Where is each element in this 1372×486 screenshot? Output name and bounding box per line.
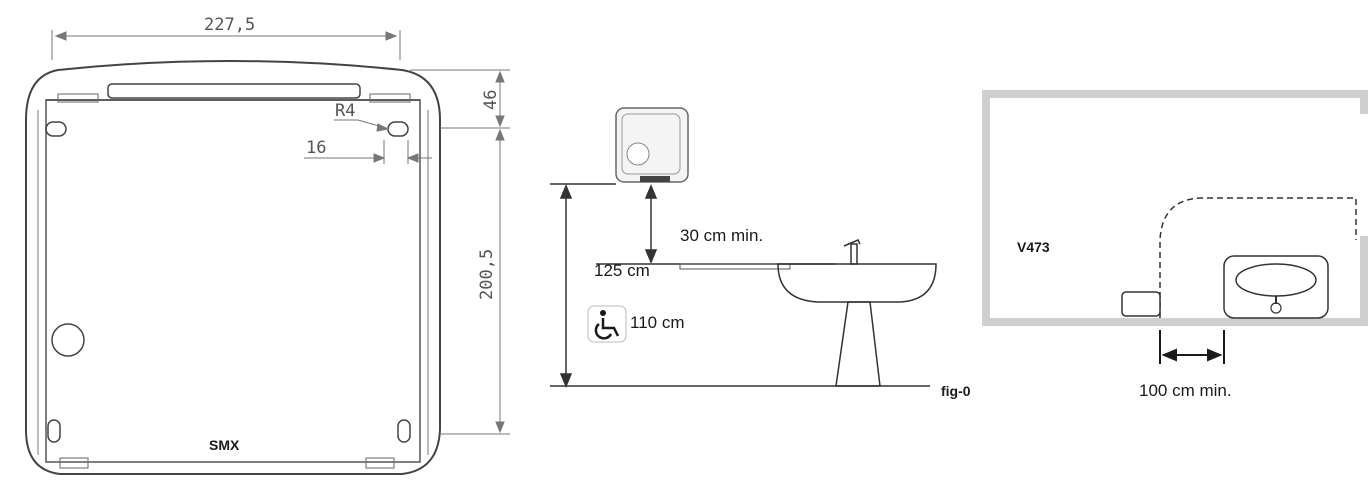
backplate-inner-outline [45, 99, 421, 463]
hand-dryer-side [615, 107, 689, 183]
plan-view: V473 100 cm min. fig-0 [941, 90, 1368, 400]
counter-bracket [679, 263, 791, 270]
figure-label: fig-0 [941, 383, 971, 399]
slot-dimension-text: 16 [306, 138, 326, 158]
mounting-slot [45, 121, 67, 137]
backplate-outline [25, 60, 441, 475]
wall-right-top [1360, 90, 1368, 114]
height-dimension [440, 128, 510, 435]
backplate-tab [59, 457, 89, 469]
top-offset-dimension [410, 69, 510, 129]
radius-text: R4 [335, 101, 355, 121]
wall-left [982, 90, 990, 326]
wheelchair-icon [587, 305, 627, 343]
spacing-text: 100 cm min. [1139, 381, 1232, 400]
sink-pedestal [835, 301, 881, 387]
wall-bottom [982, 318, 1368, 326]
sink-plan [1223, 255, 1329, 319]
mounting-slot [397, 419, 411, 443]
plan-model-label: V473 [1017, 239, 1050, 255]
top-offset-text: 46 [481, 90, 501, 110]
backplate-tab [365, 457, 395, 469]
backplate-tab [57, 93, 99, 103]
height-dimension-text: 200,5 [477, 249, 497, 300]
backplate-drawing: SMX 227,5 46 200,5 [25, 15, 510, 475]
width-dimension-text: 227,5 [204, 15, 255, 35]
total-height-text: 125 cm [594, 261, 650, 280]
radius-leader [334, 119, 390, 132]
side-elevation: 30 cm min. 125 cm 110 cm [550, 107, 937, 388]
wall-top [982, 90, 1368, 98]
sink-basin [777, 263, 937, 303]
clearance-dimension [644, 184, 658, 264]
slot-dimension [304, 140, 432, 164]
backplate-model-label: SMX [209, 437, 240, 453]
backplate-tab [369, 93, 411, 103]
faucet [843, 239, 861, 265]
width-dimension [51, 30, 401, 60]
wall-right-bottom [1360, 236, 1368, 326]
cable-hole [51, 323, 85, 357]
mounting-slot [47, 419, 61, 443]
spacing-dimension [1159, 330, 1225, 364]
total-height-dimension [559, 184, 573, 388]
backplate-top-bar [107, 83, 361, 99]
clearance-text: 30 cm min. [680, 226, 763, 245]
dryer-plan [1121, 291, 1161, 317]
clearance-dashed-line [1159, 197, 1357, 318]
backplate-inner-edge [37, 110, 429, 455]
accessible-height-text: 110 cm [630, 313, 685, 332]
mounting-slot [387, 121, 409, 137]
